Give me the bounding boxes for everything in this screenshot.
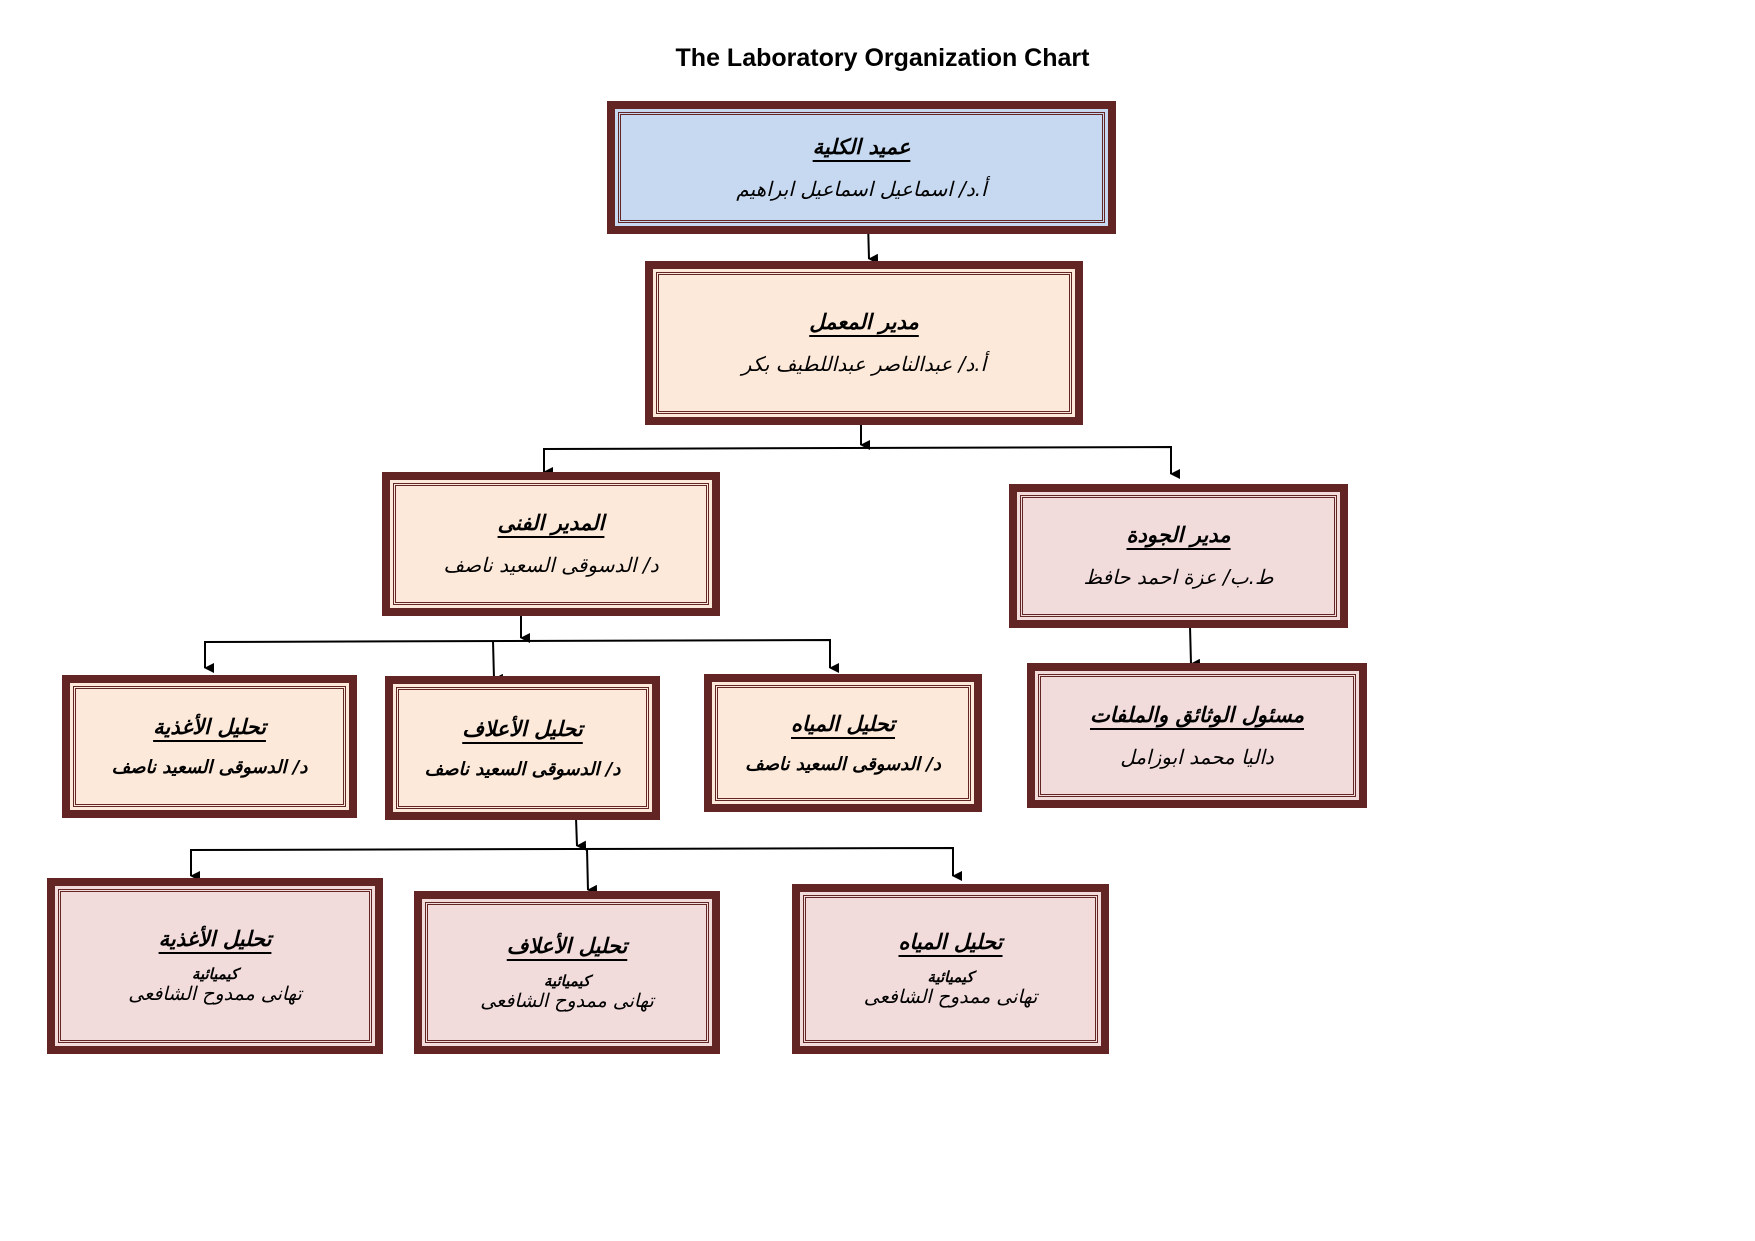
node-section-water: تحليل المياه د/ الدسوقى السعيد ناصف bbox=[704, 674, 982, 812]
node-documents-officer: مسئول الوثائق والملفات داليا محمد ابوزامل bbox=[1027, 663, 1367, 808]
connector-feed-stem bbox=[575, 817, 587, 851]
node-title: عميد الكلية bbox=[812, 134, 911, 159]
node-title: تحليل المياه bbox=[791, 711, 896, 736]
node-role: كيميائية bbox=[927, 968, 974, 986]
node-technical-manager: المدير الفنى د/ الدسوقى السعيد ناصف bbox=[382, 472, 720, 616]
chart-title: The Laboratory Organization Chart bbox=[675, 44, 1090, 72]
node-name: د/ الدسوقى السعيد ناصف bbox=[443, 553, 659, 577]
node-role: كيميائية bbox=[191, 965, 239, 983]
node-role: كيميائية bbox=[543, 971, 591, 990]
node-title: تحليل الأغذية bbox=[158, 927, 272, 951]
node-name: د/ الدسوقى السعيد ناصف bbox=[111, 757, 308, 778]
connector-tech-branch bbox=[204, 638, 839, 673]
node-title: مسئول الوثائق والملفات bbox=[1090, 702, 1304, 727]
node-name: د/ الدسوقى السعيد ناصف bbox=[424, 758, 621, 780]
node-title: مدير المعمل bbox=[809, 310, 919, 334]
connector-quality-docs bbox=[1189, 625, 1201, 669]
node-title: تحليل الأعلاف bbox=[462, 716, 583, 741]
node-name: داليا محمد ابوزامل bbox=[1120, 744, 1274, 769]
node-name: د/ الدسوقى السعيد ناصف bbox=[745, 753, 941, 775]
node-title: مدير الجودة bbox=[1126, 523, 1231, 547]
node-title: المدير الفنى bbox=[497, 511, 605, 535]
node-name: تهانى ممدوح الشافعى bbox=[128, 983, 302, 1005]
node-name: أ.د/ عبدالناصر عبداللطيف بكر bbox=[741, 352, 987, 376]
connector-lab-branch bbox=[543, 445, 1180, 479]
node-quality-manager: مدير الجودة ط.ب/ عزة احمد حافظ bbox=[1009, 484, 1348, 628]
connector-feed-branch bbox=[190, 846, 962, 881]
node-title: تحليل الأعلاف bbox=[506, 933, 628, 958]
node-name: تهانى ممدوح الشافعى bbox=[480, 989, 654, 1012]
node-lab-manager: مدير المعمل أ.د/ عبدالناصر عبداللطيف بكر bbox=[645, 261, 1083, 425]
node-name: أ.د/ اسماعيل اسماعيل ابراهيم bbox=[736, 176, 987, 201]
node-section-feed: تحليل الأعلاف د/ الدسوقى السعيد ناصف bbox=[385, 676, 660, 820]
node-title: تحليل المياه bbox=[898, 930, 1003, 954]
node-name: تهانى ممدوح الشافعى bbox=[863, 986, 1038, 1008]
node-title: تحليل الأغذية bbox=[153, 715, 266, 739]
node-section-food: تحليل الأغذية د/ الدسوقى السعيد ناصف bbox=[62, 675, 357, 818]
node-name: ط.ب/ عزة احمد حافظ bbox=[1083, 565, 1274, 589]
node-dean: عميد الكلية أ.د/ اسماعيل اسماعيل ابراهيم bbox=[607, 101, 1116, 234]
